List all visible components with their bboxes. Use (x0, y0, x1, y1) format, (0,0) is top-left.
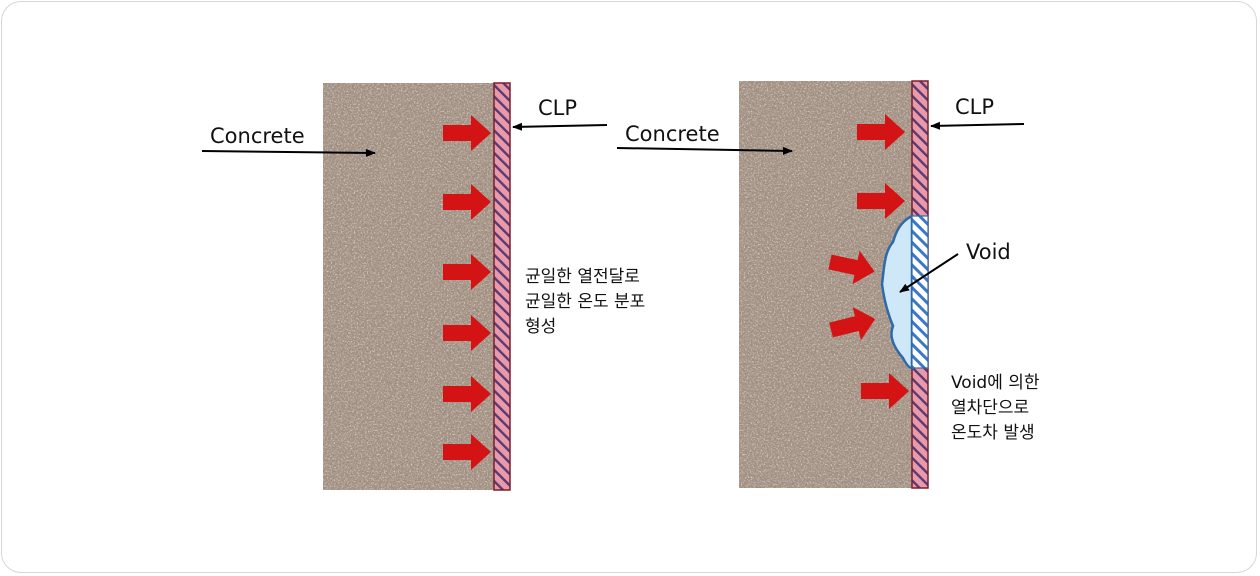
clp-layer-left (493, 82, 511, 491)
clp-label-left: CLP (538, 96, 577, 120)
uniform-note-line-2: 균일한 온도 분포 (525, 292, 645, 312)
void-clp-section (911, 215, 929, 369)
void-region (880, 213, 929, 370)
uniform-note-line-1: 균일한 열전달로 (525, 267, 640, 287)
void-note-line-2: 열차단으로 (951, 398, 1029, 418)
clp-label-right: CLP (955, 95, 994, 119)
void-label: Void (966, 240, 1011, 264)
uniform-note-line-3: 형성 (525, 317, 556, 337)
concrete-block-left (323, 83, 495, 490)
concrete-label-right: Concrete (625, 122, 720, 146)
void-note: Void에 의한 열차단으로 온도차 발생 (951, 373, 1045, 443)
concrete-pointer-left (201, 148, 376, 157)
uniform-note: 균일한 열전달로 균일한 온도 분포 형성 (525, 267, 651, 337)
right-panel: Concrete CLP Void Void에 의한 열차단으로 온도차 발생 (616, 80, 1045, 489)
concrete-pointer-right (616, 146, 793, 155)
clp-pointer-right (930, 121, 1025, 130)
concrete-label-left: Concrete (210, 124, 305, 148)
void-note-line-1: Void에 의한 (951, 373, 1040, 393)
void-pointer (899, 253, 959, 293)
void-bubble (880, 213, 914, 370)
left-panel: Concrete CLP 균일한 열전달로 균일한 온도 분포 형성 (201, 82, 651, 491)
void-note-line-3: 온도차 발생 (951, 423, 1035, 443)
clp-pointer-left (512, 122, 608, 131)
